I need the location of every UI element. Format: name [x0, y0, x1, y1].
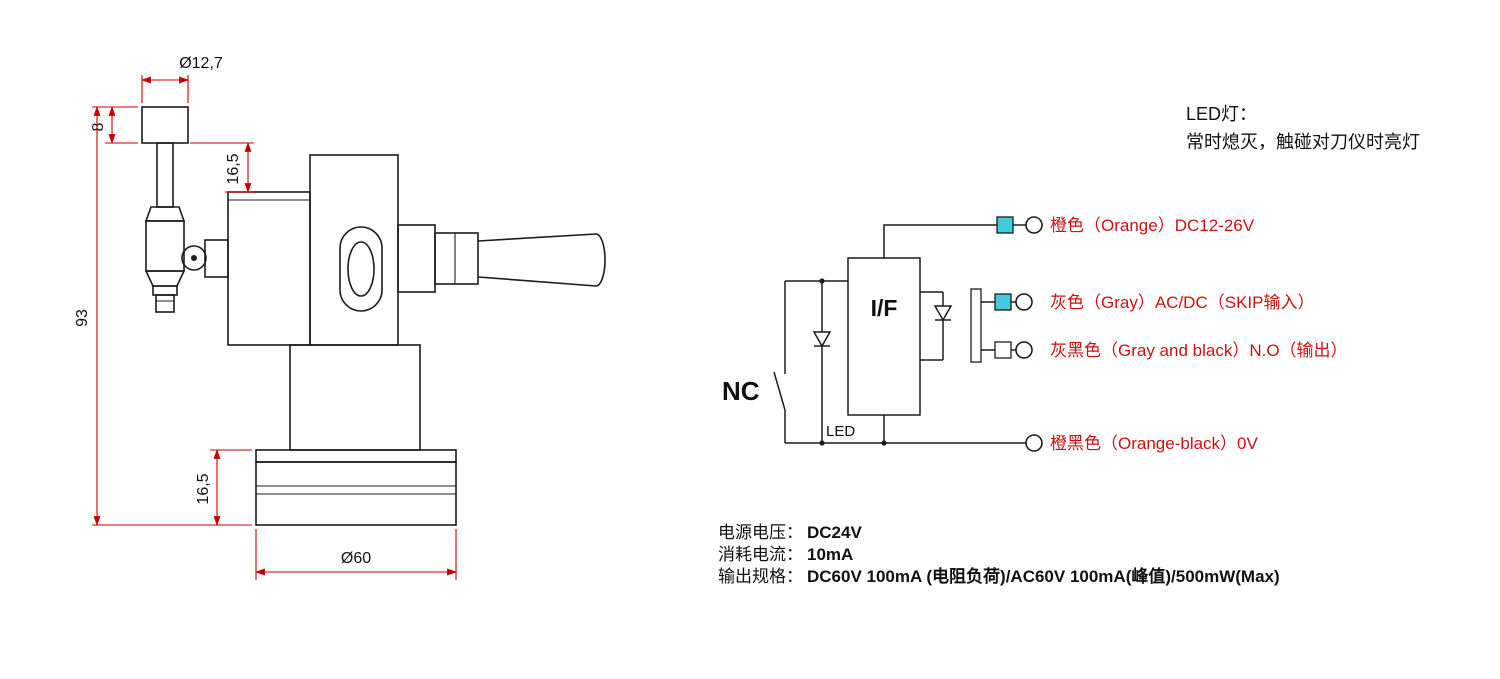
- dimension-upper-offset: 16,5: [190, 142, 254, 193]
- dim-label-base-height: 16,5: [195, 473, 212, 504]
- dim-label-base-diameter: Ø60: [341, 550, 371, 567]
- dimension-base-height: 16,5: [195, 449, 252, 526]
- tool-setter-drawing: Ø12,7 8 16,5 93: [74, 55, 606, 580]
- stylus-shaft: [156, 142, 174, 208]
- stylus-cap: [141, 106, 189, 144]
- output-diode-loop: [920, 291, 953, 361]
- connector-gray-black: [994, 341, 1012, 359]
- body-slot: [339, 226, 383, 312]
- terminal-gray-black: [1015, 341, 1033, 359]
- nc-label: NC: [722, 376, 760, 406]
- led-label: LED: [826, 423, 855, 440]
- wire-orange: [883, 216, 1043, 258]
- cable-assembly: [434, 232, 606, 287]
- spec-row-voltage: 电源电压：DC24V: [718, 523, 862, 542]
- connector-gray: [994, 293, 1012, 311]
- spec-value-current: 10mA: [807, 545, 853, 564]
- terminal-gray: [1015, 293, 1033, 311]
- dim-label-upper-offset: 16,5: [225, 153, 242, 184]
- wire-label-orange-black: 橙黑色（Orange-black）0V: [1050, 434, 1259, 453]
- spec-block: 电源电压：DC24V 消耗电流：10mA 输出规格：DC60V 100mA (电…: [718, 523, 1280, 586]
- spec-label-output: 输出规格：: [718, 567, 803, 586]
- if-label: I/F: [871, 295, 898, 321]
- led-diode-icon: [812, 331, 832, 348]
- dim-label-total-height: 93: [74, 309, 91, 327]
- connector-orange: [996, 216, 1014, 234]
- dimension-base-diameter: Ø60: [255, 529, 457, 580]
- dimension-top-diameter: Ø12,7: [141, 55, 223, 103]
- terminal-orange: [1025, 216, 1043, 234]
- probe-body: [144, 206, 186, 313]
- spec-value-voltage: DC24V: [807, 523, 862, 542]
- nc-switch-branch: [773, 280, 848, 443]
- dimension-total-height: 93: [74, 106, 252, 526]
- spec-label-current: 消耗电流：: [718, 545, 803, 564]
- spec-label-voltage: 电源电压：: [718, 523, 803, 542]
- led-note: LED灯： 常时熄灭，触碰对刀仪时亮灯: [1186, 104, 1420, 152]
- led-branch: [812, 278, 832, 446]
- led-note-line1: LED灯：: [1186, 104, 1257, 124]
- spec-row-current: 消耗电流：10mA: [718, 545, 853, 564]
- main-body: [227, 154, 436, 346]
- wiring-diagram: I/F NC: [722, 104, 1420, 453]
- spec-row-output: 输出规格：DC60V 100mA (电阻负荷)/AC60V 100mA(峰值)/…: [718, 566, 1280, 586]
- base: [255, 344, 457, 526]
- wire-label-orange: 橙色（Orange）DC12-26V: [1050, 216, 1255, 235]
- output-diode-icon: [933, 305, 953, 322]
- pivot-bracket: [181, 239, 229, 278]
- wire-label-gray-black: 灰黑色（Gray and black）N.O（输出）: [1050, 341, 1348, 360]
- dim-label-top-diameter: Ø12,7: [179, 55, 223, 72]
- output-connector-block: [970, 288, 1033, 363]
- wire-orange-black: [785, 415, 1043, 452]
- led-note-line2: 常时熄灭，触碰对刀仪时亮灯: [1186, 132, 1420, 152]
- if-box: [847, 257, 921, 416]
- wire-label-gray: 灰色（Gray）AC/DC（SKIP输入）: [1050, 293, 1314, 312]
- spec-value-output: DC60V 100mA (电阻负荷)/AC60V 100mA(峰值)/500mW…: [807, 566, 1280, 586]
- terminal-orange-black: [1025, 434, 1043, 452]
- dim-label-cap-height: 8: [90, 122, 107, 131]
